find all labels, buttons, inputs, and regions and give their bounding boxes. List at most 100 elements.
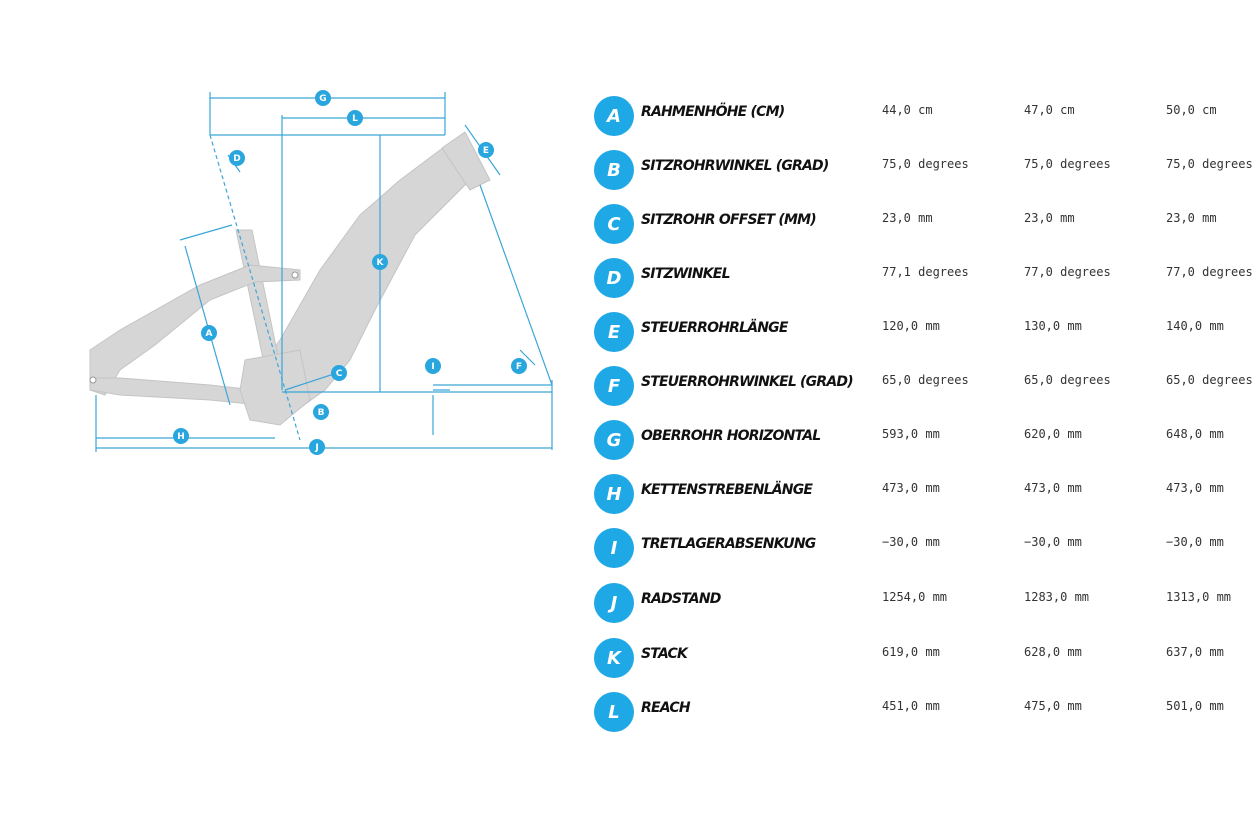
size-3-value: 65,0 degrees	[1166, 373, 1253, 387]
row-label: Steuerrohrwinkel (Grad)	[641, 374, 854, 390]
size-1-value: 65,0 degrees	[882, 373, 969, 387]
marker-l: L	[347, 110, 363, 126]
marker-g: G	[315, 90, 331, 106]
svg-text:C: C	[336, 369, 343, 379]
size-2-value: 130,0 mm	[1024, 319, 1082, 333]
marker-a: A	[201, 325, 217, 341]
size-1-value: 75,0 degrees	[882, 157, 969, 171]
marker-e: E	[478, 142, 494, 158]
size-1-value: 451,0 mm	[882, 699, 940, 713]
size-2-value: 23,0 mm	[1024, 211, 1075, 225]
size-2-value: 1283,0 mm	[1024, 590, 1090, 604]
svg-text:E: E	[483, 146, 489, 156]
size-2-value: 65,0 degrees	[1024, 373, 1111, 387]
letter-badge: H	[594, 474, 634, 514]
marker-b: B	[313, 404, 329, 420]
size-3-value: 1313,0 mm	[1166, 590, 1232, 604]
diagram-markers: G L D E K A I	[173, 90, 527, 455]
letter-badge: F	[594, 366, 634, 406]
size-1-value: −30,0 mm	[882, 535, 940, 549]
size-2-value: 75,0 degrees	[1024, 157, 1111, 171]
marker-j: J	[309, 439, 325, 455]
size-3-value: 75,0 degrees	[1166, 157, 1253, 171]
svg-text:G: G	[319, 94, 326, 104]
rear-axle-dot	[89, 376, 97, 384]
size-1-value: 23,0 mm	[882, 211, 933, 225]
row-label: Oberrohr horizontal	[641, 428, 821, 444]
size-3-value: 77,0 degrees	[1166, 265, 1253, 279]
svg-text:D: D	[233, 154, 240, 164]
size-3-value: 50,0 cm	[1166, 103, 1217, 117]
size-3-value: 23,0 mm	[1166, 211, 1217, 225]
row-label: Sitzwinkel	[641, 266, 731, 282]
pivot-dot	[291, 271, 299, 279]
row-label: Sitzrohrwinkel (Grad)	[641, 158, 829, 174]
size-2-value: −30,0 mm	[1024, 535, 1082, 549]
size-1-value: 473,0 mm	[882, 481, 940, 495]
letter-badge: G	[594, 420, 634, 460]
letter-badge: D	[594, 258, 634, 298]
geo-row-j: J Radstand 1254,0 mm 1283,0 mm 1313,0 mm	[590, 577, 1260, 631]
size-3-value: −30,0 mm	[1166, 535, 1224, 549]
dimension-lines	[95, 92, 553, 452]
svg-text:J: J	[314, 443, 318, 453]
geo-row-h: H Kettenstrebenlänge 473,0 mm 473,0 mm 4…	[590, 468, 1260, 522]
size-3-value: 501,0 mm	[1166, 699, 1224, 713]
svg-text:L: L	[352, 114, 358, 124]
letter-badge: B	[594, 150, 634, 190]
svg-text:F: F	[516, 362, 522, 372]
size-1-value: 44,0 cm	[882, 103, 933, 117]
size-2-value: 620,0 mm	[1024, 427, 1082, 441]
row-label: Radstand	[641, 591, 721, 607]
row-label: Tretlagerabsenkung	[641, 536, 816, 552]
svg-text:B: B	[318, 408, 325, 418]
letter-badge: I	[594, 528, 634, 568]
size-1-value: 619,0 mm	[882, 645, 940, 659]
svg-text:I: I	[431, 362, 434, 372]
letter-badge: K	[594, 638, 634, 678]
size-3-value: 140,0 mm	[1166, 319, 1224, 333]
row-label: Kettenstrebenlänge	[641, 482, 813, 498]
letter-badge: E	[594, 312, 634, 352]
marker-d: D	[229, 150, 245, 166]
letter-badge: A	[594, 96, 634, 136]
geo-row-c: C Sitzrohr Offset (mm) 23,0 mm 23,0 mm 2…	[590, 198, 1260, 252]
geo-row-e: E Steuerrohrlänge 120,0 mm 130,0 mm 140,…	[590, 306, 1260, 360]
geo-row-b: B Sitzrohrwinkel (Grad) 75,0 degrees 75,…	[590, 144, 1260, 198]
svg-text:K: K	[377, 258, 385, 268]
row-label: Rahmenhöhe (cm)	[641, 104, 785, 120]
marker-f: F	[511, 358, 527, 374]
row-label: Steuerrohrlänge	[641, 320, 788, 336]
letter-badge: C	[594, 204, 634, 244]
size-2-value: 475,0 mm	[1024, 699, 1082, 713]
size-2-value: 47,0 cm	[1024, 103, 1075, 117]
geo-row-l: L Reach 451,0 mm 475,0 mm 501,0 mm	[590, 686, 1260, 740]
size-3-value: 637,0 mm	[1166, 645, 1224, 659]
size-1-value: 77,1 degrees	[882, 265, 969, 279]
geo-row-k: K Stack 619,0 mm 628,0 mm 637,0 mm	[590, 632, 1260, 686]
geo-row-g: G Oberrohr horizontal 593,0 mm 620,0 mm …	[590, 414, 1260, 468]
letter-badge: J	[594, 583, 634, 623]
size-3-value: 473,0 mm	[1166, 481, 1224, 495]
marker-c: C	[331, 365, 347, 381]
size-2-value: 628,0 mm	[1024, 645, 1082, 659]
size-1-value: 593,0 mm	[882, 427, 940, 441]
svg-text:H: H	[177, 432, 185, 442]
chainstay	[89, 377, 261, 406]
geo-row-d: D Sitzwinkel 77,1 degrees 77,0 degrees 7…	[590, 252, 1260, 306]
bike-frame-silhouette	[89, 131, 491, 426]
row-label: Reach	[641, 700, 691, 716]
head-tube	[441, 131, 491, 191]
geo-row-a: A Rahmenhöhe (cm) 44,0 cm 47,0 cm 50,0 c…	[590, 90, 1260, 144]
frame-geometry-svg: G L D E K A I	[89, 90, 553, 455]
row-label: Sitzrohr Offset (mm)	[641, 212, 817, 228]
size-2-value: 473,0 mm	[1024, 481, 1082, 495]
marker-k: K	[372, 254, 388, 270]
size-3-value: 648,0 mm	[1166, 427, 1224, 441]
size-1-value: 1254,0 mm	[882, 590, 948, 604]
marker-h: H	[173, 428, 189, 444]
size-2-value: 77,0 degrees	[1024, 265, 1111, 279]
frame-geometry-diagram: G L D E K A I	[60, 60, 580, 480]
geo-row-i: I Tretlagerabsenkung −30,0 mm −30,0 mm −…	[590, 522, 1260, 576]
svg-text:A: A	[206, 329, 213, 339]
